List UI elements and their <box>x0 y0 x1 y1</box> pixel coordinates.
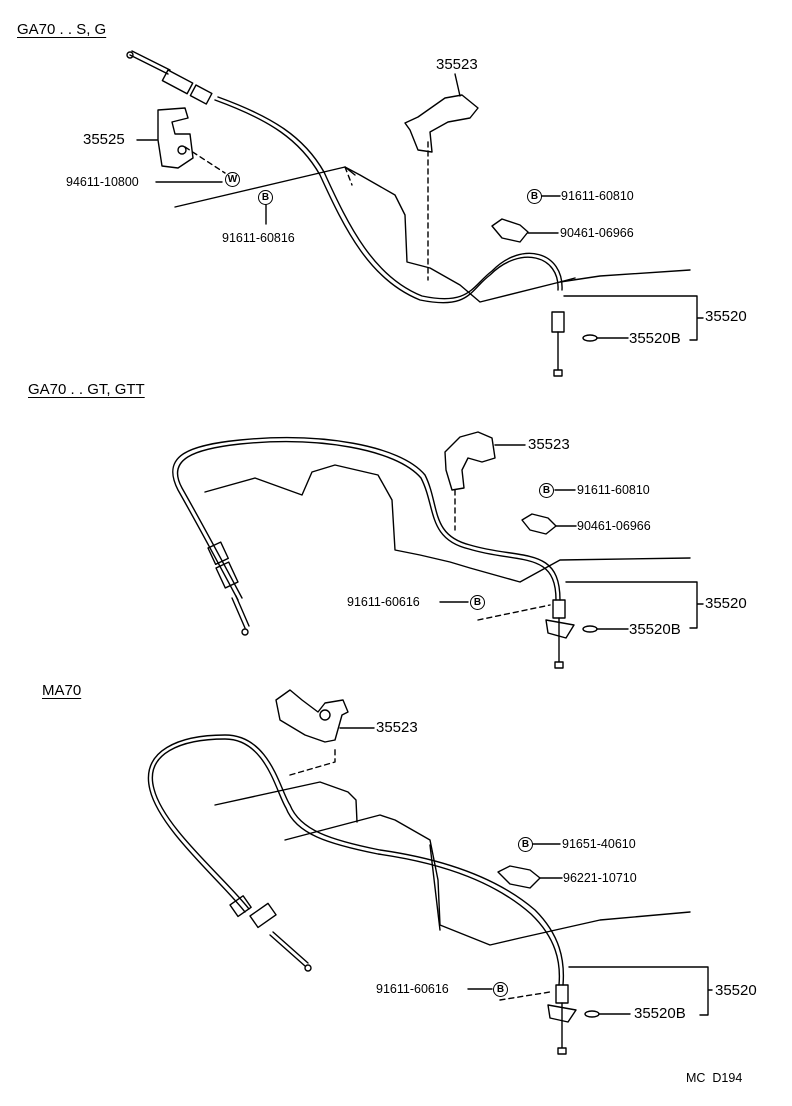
part-label-94611-10800: 94611-10800 <box>66 175 139 189</box>
section-title-ga70-s-g: GA70 . . S, G <box>17 21 107 38</box>
s1-dash-3 <box>184 146 226 174</box>
s1-fitting-2 <box>189 84 213 105</box>
s1-bracket-35525 <box>157 107 194 169</box>
part-label-35523: 35523 <box>528 436 570 453</box>
diagram-code: MC D194 <box>686 1071 743 1085</box>
washer-symbol-w: W <box>225 172 240 187</box>
s1-body-inner <box>344 166 576 283</box>
s2-bracket-35523 <box>444 431 496 491</box>
bolt-symbol-b: B <box>539 483 554 498</box>
part-label-35520b: 35520B <box>629 330 681 347</box>
s2-clip <box>521 513 557 535</box>
s2-body-outline <box>204 464 691 583</box>
section-1-drawing <box>126 50 704 377</box>
s3-clip-bottom <box>547 1004 577 1023</box>
part-label-91611-60810: 91611-60810 <box>561 189 634 203</box>
bolt-symbol-b: B <box>470 595 485 610</box>
part-label-35520b: 35520B <box>629 621 681 638</box>
s2-cable-inner <box>176 441 557 601</box>
part-label-96221-10710: 96221-10710 <box>563 871 637 885</box>
s2-leader-35520 <box>565 581 704 629</box>
s3-body-outline-2 <box>284 814 691 946</box>
s1-leader-35523 <box>454 73 461 97</box>
part-label-90461-06966: 90461-06966 <box>577 519 651 533</box>
s2-rod-right <box>554 617 564 669</box>
s2-cable-end-left <box>231 595 250 629</box>
bolt-symbol-b: B <box>258 190 273 205</box>
bolt-symbol-b: B <box>493 982 508 997</box>
s2-fitting-2 <box>215 561 239 589</box>
part-label-35520b: 35520B <box>634 1005 686 1022</box>
part-label-91611-60810: 91611-60810 <box>577 483 650 497</box>
s1-washer <box>582 334 598 342</box>
part-label-35523: 35523 <box>436 56 478 73</box>
bolt-symbol-b: B <box>527 189 542 204</box>
section-2-drawing <box>172 431 704 669</box>
part-label-35520: 35520 <box>715 982 757 999</box>
part-label-35520: 35520 <box>705 308 747 325</box>
s1-dash-1 <box>344 166 353 186</box>
s3-fitting-1 <box>229 895 252 918</box>
s1-body-outline <box>174 166 691 303</box>
part-label-35523: 35523 <box>376 719 418 736</box>
s1-cable-inner <box>217 96 563 300</box>
s1-cable-end-left <box>129 50 171 75</box>
s1-cable <box>214 99 559 304</box>
s3-leader-35520 <box>568 966 713 1016</box>
s1-leader-35520 <box>563 295 704 341</box>
s2-fitting-right <box>552 599 566 619</box>
part-label-91611-60616: 91611-60616 <box>347 595 420 609</box>
section-3-drawing <box>147 689 713 1055</box>
s1-fitting-right <box>551 311 565 333</box>
part-label-91611-60816: 91611-60816 <box>222 231 295 245</box>
part-label-91611-60616: 91611-60616 <box>376 982 449 996</box>
part-label-35525: 35525 <box>83 131 125 148</box>
s1-fitting-1 <box>161 69 194 95</box>
part-label-91651-40610: 91651-40610 <box>562 837 636 851</box>
s3-cable-inner <box>151 738 561 986</box>
part-label-35520: 35520 <box>705 595 747 612</box>
s2-clip-bottom <box>545 619 575 639</box>
s3-body-outline-1 <box>214 781 358 823</box>
s2-cable <box>172 436 561 601</box>
s3-fitting-2 <box>249 902 277 929</box>
s1-bracket-35523 <box>404 94 479 153</box>
part-label-90461-06966: 90461-06966 <box>560 226 634 240</box>
s3-bracket-35523 <box>275 689 349 743</box>
s1-rod-right <box>553 331 563 377</box>
section-title-ga70-gt-gtt: GA70 . . GT, GTT <box>28 381 145 398</box>
section-title-ma70: MA70 <box>42 682 82 699</box>
s3-fitting-right <box>555 984 569 1004</box>
s1-clip <box>491 218 529 243</box>
s2-fitting-1 <box>207 541 229 566</box>
s1-end-eye <box>126 51 134 59</box>
s3-clip <box>497 865 541 889</box>
s3-cable <box>147 734 565 986</box>
bolt-symbol-b: B <box>518 837 533 852</box>
s3-body-lower <box>429 844 441 931</box>
